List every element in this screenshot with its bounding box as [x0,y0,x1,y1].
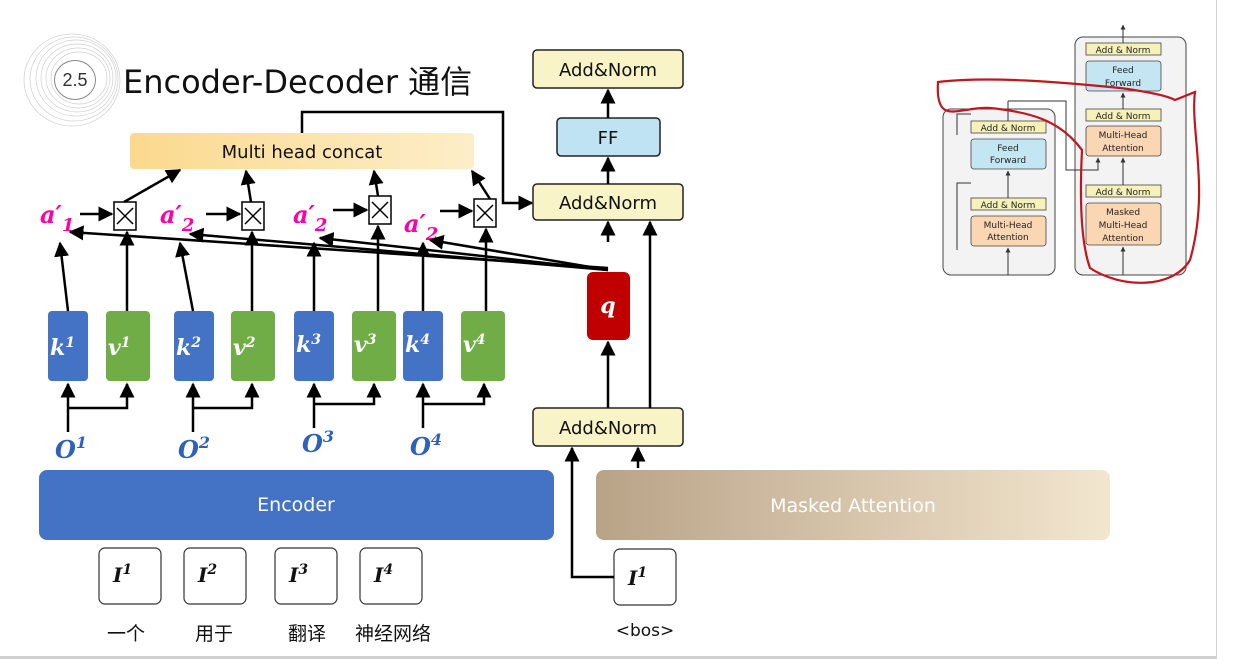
encoder-arrows [54,110,609,432]
weight-a1: a′1 [40,200,74,236]
value-box-1 [106,311,150,381]
masked-attention-block [596,470,1110,540]
reference-transformer-diagram: Add & Norm Feed Forward Add & Norm Multi… [936,24,1201,284]
top-add-norm [532,49,684,89]
ref-dec-ff [1085,60,1162,92]
svg-text:Add&Norm: Add&Norm [559,418,657,439]
slide-title: Encoder-Decoder 通信 [123,63,473,101]
svg-text:k1: k1 [50,335,75,361]
key-box-3 [294,311,334,381]
input-box-3 [274,547,338,605]
svg-text:I1: I1 [627,565,647,590]
key-box-4 [403,311,443,381]
output-o3: O3 [302,427,334,458]
weight-a3: a′2 [293,200,327,236]
decoder-arrows [564,88,658,579]
svg-text:Add & Norm: Add & Norm [1096,112,1151,122]
query-box [587,272,630,340]
svg-text:q: q [600,293,615,319]
svg-text:I1: I1 [112,562,132,587]
value-box-3 [352,311,396,381]
encoder-inputs: I1 一个 I2 用于 I3 翻译 I4 神经网络 [98,547,431,645]
ref-dec-masked-attn [1085,202,1162,246]
decoder: Masked Attention I1 <bos> Add&Norm q Add… [532,49,1110,641]
ref-enc-ff [970,138,1047,170]
svg-text:Multi-Head: Multi-Head [1099,131,1148,141]
svg-text:Attention: Attention [987,233,1029,243]
svg-text:Masked: Masked [1106,208,1140,218]
svg-text:Feed: Feed [1112,66,1133,76]
encoder-column-4: k4 v4 O4 a′2 [403,198,505,461]
input-label-2: 用于 [195,623,233,645]
encoder-column-1: k1 v1 O1 a′1 [40,200,150,464]
bottom-border [0,656,1216,659]
weight-a4: a′2 [404,209,438,245]
svg-text:Attention: Attention [1102,144,1144,154]
value-box-2 [231,311,275,381]
svg-text:k2: k2 [176,335,201,361]
input-label-3: 翻译 [288,623,326,645]
svg-text:Masked Attention: Masked Attention [770,495,936,517]
svg-text:Forward: Forward [1105,79,1141,89]
svg-text:Multi-Head: Multi-Head [1099,221,1148,231]
swirl-logo-icon [23,33,121,127]
decoder-input-label: <bos> [616,621,675,641]
ref-dec-cross-attn [1085,125,1162,157]
input-label-1: 一个 [107,623,145,645]
weight-a2: a′2 [160,200,194,236]
svg-text:Encoder: Encoder [257,494,335,516]
svg-text:Add & Norm: Add & Norm [1096,46,1151,56]
key-box-2 [174,311,214,381]
ref-enc-attn [970,215,1047,247]
input-box-1 [98,547,162,605]
output-o1: O1 [55,433,87,464]
svg-text:Add&Norm: Add&Norm [559,60,657,81]
svg-text:FF: FF [598,128,619,149]
encoder-column-2: k2 v2 O2 a′2 [160,200,275,464]
svg-text:v2: v2 [233,335,256,361]
svg-text:I3: I3 [288,562,308,587]
svg-text:v3: v3 [354,332,377,358]
right-border [1216,0,1217,659]
svg-text:Add & Norm: Add & Norm [981,201,1036,211]
svg-text:Forward: Forward [990,156,1026,166]
input-label-4: 神经网络 [355,623,431,645]
value-box-4 [461,311,505,381]
svg-text:Multi head concat: Multi head concat [222,142,383,163]
input-box-4 [359,547,423,605]
encoder-block: Encoder [39,470,554,540]
svg-text:Add & Norm: Add & Norm [981,124,1036,134]
svg-text:Feed: Feed [997,144,1018,154]
output-o2: O2 [178,433,210,464]
svg-text:Add & Norm: Add & Norm [1096,188,1151,198]
output-o4: O4 [410,430,442,461]
section-number: 2.5 [54,60,96,100]
svg-text:I2: I2 [197,562,217,587]
red-annotation-circle [936,78,1201,284]
svg-text:v4: v4 [463,332,486,358]
svg-text:Add&Norm: Add&Norm [559,193,657,214]
encoder-column-3: k3 v3 O3 a′2 [293,195,396,458]
svg-text:Attention: Attention [1102,234,1144,244]
svg-text:v1: v1 [108,335,131,361]
concat-box: Multi head concat [130,133,474,169]
svg-text:Multi-Head: Multi-Head [984,221,1033,231]
svg-text:k4: k4 [405,332,430,358]
svg-text:I4: I4 [373,562,393,587]
key-box-1 [48,311,88,381]
input-box-2 [183,547,247,605]
svg-text:k3: k3 [296,332,321,358]
